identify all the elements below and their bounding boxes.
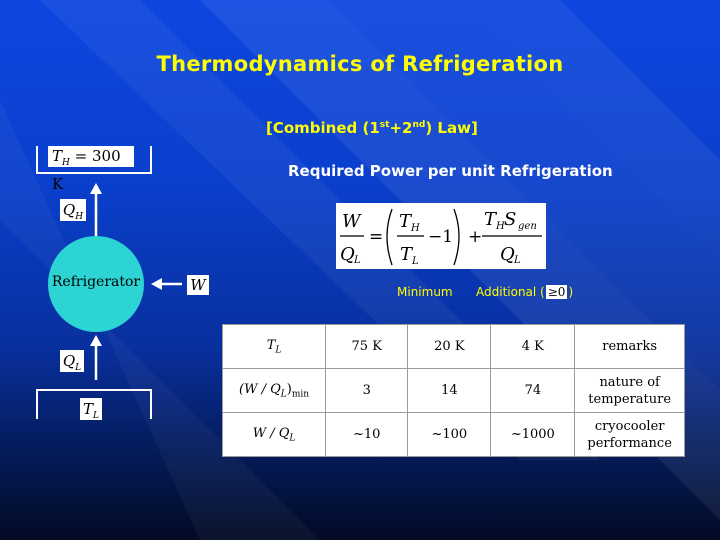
additional-label: Additional (≥0) (476, 285, 574, 299)
hot-reservoir-line-bottom (36, 172, 152, 174)
ql-label: QL (60, 350, 84, 373)
table-row: TL 75 K 20 K 4 K remarks (221, 324, 685, 369)
qh-arrow-up (90, 183, 102, 236)
svg-text:L: L (353, 255, 361, 266)
svg-text:S: S (504, 209, 516, 230)
svg-text:T: T (399, 211, 413, 232)
svg-text:L: L (411, 256, 419, 267)
table-cell: 20 K (407, 324, 492, 369)
svg-text:gen: gen (518, 221, 537, 232)
cold-reservoir-line-right (150, 389, 152, 419)
svg-text:−1: −1 (428, 227, 453, 247)
qh-label: QH (60, 199, 86, 222)
refrigerator-label: Refrigerator (51, 274, 141, 290)
svg-text:Q: Q (500, 244, 515, 265)
power-formula: W Q L = T H T L −1 + T H S gen Q L (336, 203, 546, 269)
svg-text:=: = (369, 227, 383, 247)
svg-text:H: H (410, 223, 420, 234)
table-cell: ~10 (325, 412, 409, 457)
ql-arrow-up (90, 335, 102, 380)
table-cell: ~1000 (490, 412, 576, 457)
cold-reservoir-label: TL (80, 398, 102, 421)
table-cell: 74 (490, 368, 576, 413)
hot-reservoir-label: TH = 300 K (48, 146, 134, 193)
subtitle: [Combined (1st+2nd) Law] (266, 119, 478, 137)
slide-title: Thermodynamics of Refrigeration (156, 52, 564, 76)
row-label-min-ratio: (W / QL)min (221, 368, 327, 413)
hot-reservoir-line-right (150, 146, 152, 174)
svg-text:W: W (342, 211, 362, 232)
table-cell: ~100 (407, 412, 492, 457)
svg-text:H: H (495, 221, 505, 232)
svg-text:L: L (513, 255, 521, 266)
table-cell: 3 (325, 368, 409, 413)
row-label-tl: TL (221, 324, 327, 369)
geq-zero-box: ≥0 (545, 285, 568, 299)
svg-text:T: T (484, 209, 498, 230)
minimum-label: Minimum (397, 285, 453, 299)
svg-text:+: + (468, 227, 482, 247)
table-cell: 14 (407, 368, 492, 413)
table-cell: 75 K (325, 324, 409, 369)
svg-text:T: T (400, 244, 414, 265)
table-cell: 4 K (490, 324, 576, 369)
table-cell-remarks: remarks (574, 324, 685, 369)
row-label-ratio: W / QL (221, 412, 327, 457)
w-arrow-left (151, 278, 182, 290)
cold-reservoir-line-top (36, 389, 152, 391)
refrigerator-circle (48, 236, 144, 332)
cold-reservoir-line-left (36, 389, 38, 419)
hot-reservoir-line-left (36, 146, 38, 174)
power-heading: Required Power per unit Refrigeration (288, 162, 613, 180)
work-label: W (187, 275, 209, 295)
temperature-table: TL 75 K 20 K 4 K remarks (W / QL)min 3 1… (221, 324, 685, 457)
svg-text:Q: Q (340, 244, 355, 265)
